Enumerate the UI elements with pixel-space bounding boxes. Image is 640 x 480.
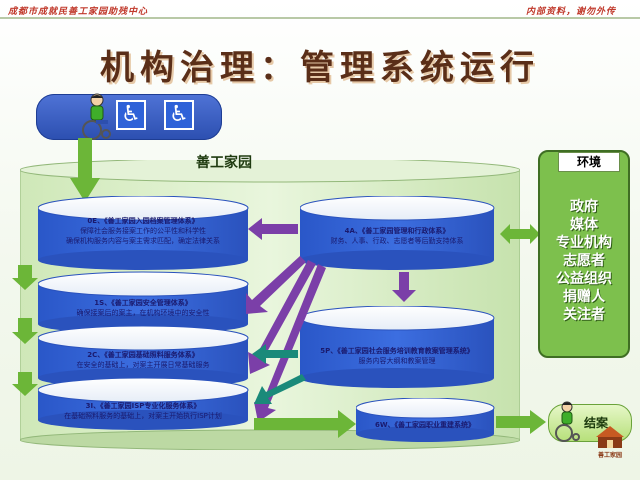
system-5p-title: 5P、《善工家园社会服务培训教育教案管理系统》	[320, 347, 474, 355]
wheelchair-person-icon	[82, 93, 111, 140]
header-divider	[0, 17, 640, 19]
env-item-followers: 关注者	[563, 307, 605, 323]
logo-text: 善工家园	[597, 452, 622, 459]
system-2c-line1: 在安全的基础上，对案主开展日常基础服务	[76, 361, 210, 369]
system-1s: 1S、《善工家园安全管理体系》 确保接案后的案主，在机构环境中的安全性	[40, 298, 246, 318]
system-3i-title: 3I、《善工家园ISP专业化服务体系》	[85, 402, 201, 410]
system-3i-line1: 在基础照料服务的基础上，对案主开始执行ISP计划	[64, 412, 222, 420]
system-4a: 4A、《善工家园管理和行政体系》 财务、人事、行政、志愿者等后勤支持体系	[302, 226, 492, 246]
accessibility-sign-icon: ♿	[116, 100, 146, 130]
system-oe-title: 0E、《善工家园入园档案管理体系》	[87, 217, 199, 225]
env-item-donors: 捐赠人	[563, 289, 605, 305]
left-cylinder-stack	[38, 196, 249, 430]
system-1s-line1: 确保接案后的案主，在机构环境中的安全性	[76, 309, 210, 317]
system-5p-line1: 服务内容大纲和教案管理	[358, 357, 436, 365]
system-oe: 0E、《善工家园入园档案管理体系》 保障社会服务接案工作的公平性和科学性 确保机…	[40, 216, 246, 246]
system-oe-line1: 保障社会服务接案工作的公平性和科学性	[80, 227, 206, 235]
arrow-down-intake	[70, 138, 100, 202]
env-item-volunteers: 志愿者	[563, 253, 605, 269]
stack-arrows	[12, 265, 38, 396]
system-2c: 2C、《善工家园基础照料服务体系》 在安全的基础上，对案主开展日常基础服务	[40, 350, 246, 370]
header-left-text: 成都市成就民善工家园助残中心	[8, 7, 149, 17]
system-2c-title: 2C、《善工家园基础照料服务体系》	[87, 351, 199, 359]
system-3i: 3I、《善工家园ISP专业化服务体系》 在基础照料服务的基础上，对案主开始执行I…	[40, 401, 246, 421]
env-item-media: 媒体	[570, 217, 598, 233]
logo-icon	[596, 426, 624, 448]
cylinder-4a	[300, 196, 495, 270]
accessibility-sign-icon: ♿	[164, 100, 194, 130]
header-bar: 成都市成就民善工家园助残中心 内部资料，谢勿外传	[0, 2, 640, 18]
header-right-text: 内部资料，谢勿外传	[525, 7, 616, 17]
environment-panel	[538, 150, 630, 358]
main-label: 善工家园	[196, 155, 252, 171]
system-1s-title: 1S、《善工家园安全管理体系》	[94, 299, 192, 307]
system-6w-title: 6W、《善工家园职业重建系统》	[374, 421, 476, 429]
wheelchair-person-icon	[555, 401, 580, 442]
cylinder-6w	[356, 398, 495, 442]
result-label: 结案	[584, 416, 609, 430]
system-6w: 6W、《善工家园职业重建系统》	[358, 420, 492, 430]
system-4a-title: 4A、《善工家园管理和行政体系》	[344, 227, 450, 235]
system-4a-line1: 财务、人事、行政、志愿者等后勤支持体系	[330, 237, 464, 245]
page-title: 机构治理：管理系统运行	[100, 48, 540, 88]
cylinder-5p	[300, 306, 495, 388]
intake-banner: ♿ ♿	[36, 94, 222, 140]
env-item-government: 政府	[570, 199, 598, 215]
env-item-professional-orgs: 专业机构	[556, 235, 612, 251]
system-oe-line2: 确保机构服务内容与案主需求匹配，确定法律关系	[66, 237, 220, 245]
env-item-charity-orgs: 公益组织	[556, 271, 612, 287]
system-5p: 5P、《善工家园社会服务培训教育教案管理系统》 服务内容大纲和教案管理	[302, 346, 492, 366]
environment-title: 环境	[558, 152, 620, 172]
